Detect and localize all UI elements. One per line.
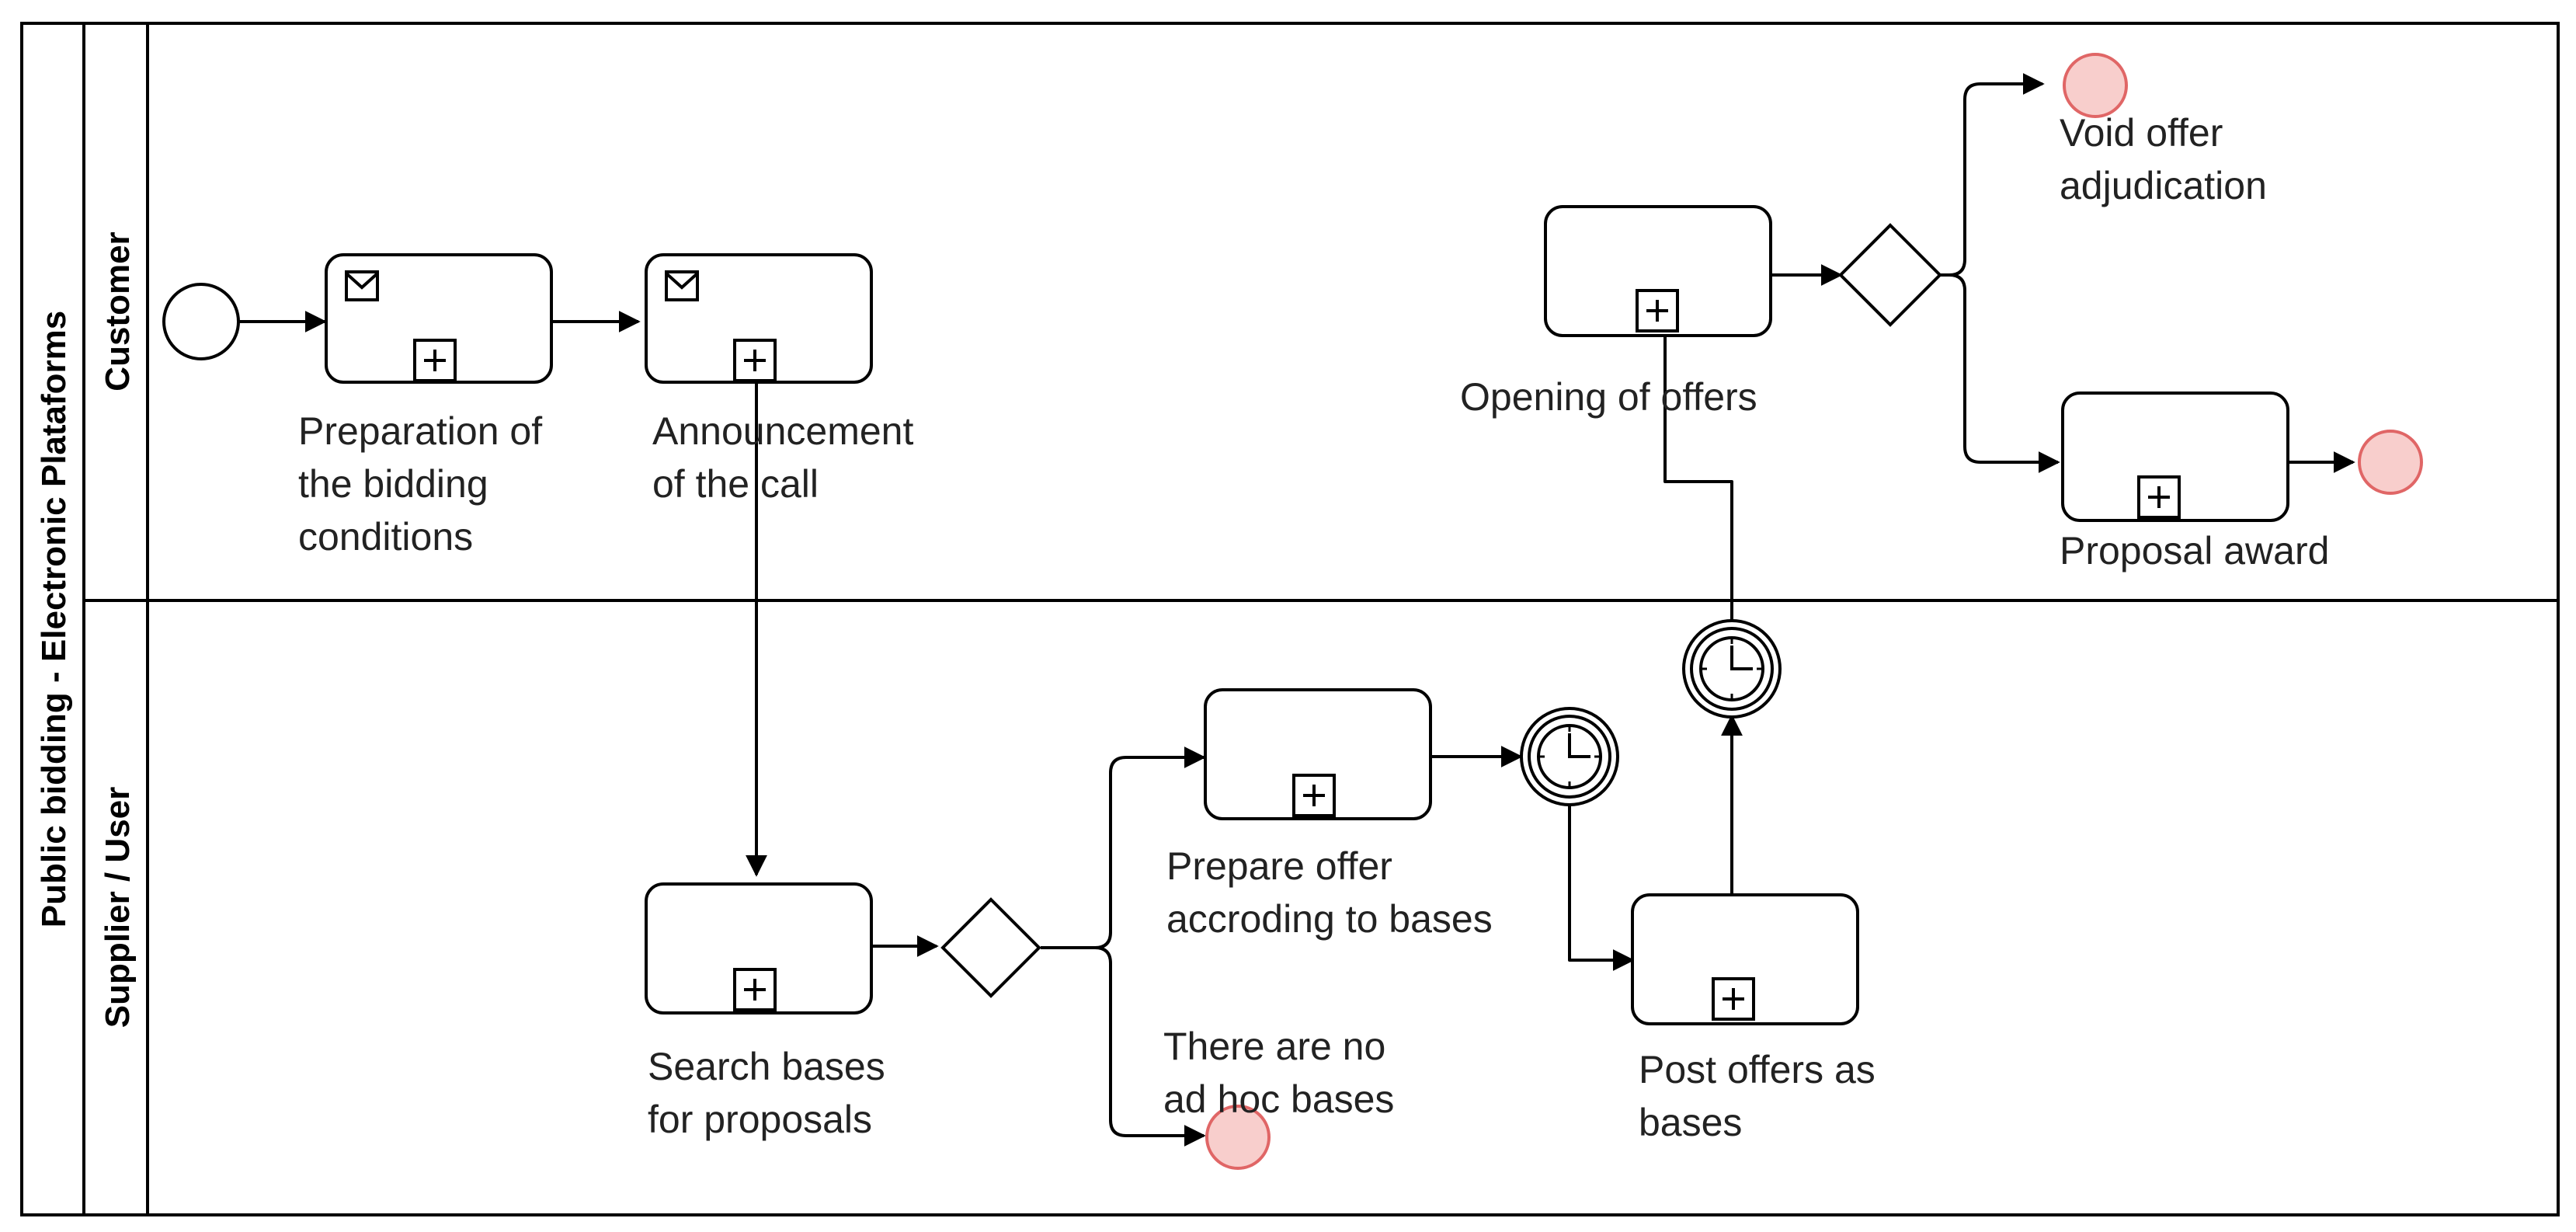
subprocess-marker-icon	[1292, 774, 1336, 817]
task-proposal-award[interactable]	[2061, 392, 2289, 522]
message-icon	[665, 270, 699, 301]
flow-timer-to-opening	[1654, 287, 1733, 621]
flow-gateway-to-void	[1940, 73, 2045, 277]
lane-title-customer: Customer	[99, 231, 137, 391]
subprocess-marker-icon	[1636, 289, 1679, 332]
task-prepare-offer-label: Prepare offer accroding to bases	[1166, 844, 1493, 941]
subprocess-marker-icon	[2137, 475, 2181, 519]
end-event-void-offer[interactable]	[2063, 53, 2128, 118]
end-event-no-bases-label: There are no ad hoc bases	[1163, 1025, 1396, 1121]
flow-gateway-to-award	[1949, 273, 2060, 473]
exclusive-gateway-customer[interactable]	[1838, 223, 1942, 327]
subprocess-marker-icon	[413, 339, 457, 382]
task-preparation[interactable]	[325, 253, 553, 384]
timer-event-deadline[interactable]	[1682, 619, 1782, 719]
sequence-flows	[239, 73, 2355, 1147]
pool	[20, 22, 2560, 1216]
lane-title-supplier: Supplier / User	[99, 787, 137, 1028]
end-event-award[interactable]	[2358, 430, 2423, 495]
end-event-void-offer-label: Void offer adjudication	[2060, 111, 2267, 207]
task-proposal-award-label: Proposal award	[2060, 529, 2329, 572]
message-icon	[345, 270, 379, 301]
timer-event-offer[interactable]	[1520, 707, 1619, 806]
flow-timer-to-post-offers	[1568, 781, 1635, 971]
subprocess-marker-icon	[733, 339, 777, 382]
start-event[interactable]	[162, 283, 240, 360]
subprocess-marker-icon	[733, 968, 777, 1011]
task-announcement-label: Announcement of the call	[652, 409, 924, 506]
task-opening-of-offers[interactable]	[1544, 205, 1772, 337]
task-search-bases-label: Search bases for proposals	[648, 1045, 896, 1141]
exclusive-gateway-supplier[interactable]	[940, 897, 1041, 998]
subprocess-marker-icon	[1712, 977, 1755, 1021]
task-announcement[interactable]	[645, 253, 873, 384]
flow-gateway-to-no-bases	[1094, 946, 1206, 1147]
clock-icon	[1699, 636, 1764, 701]
task-opening-of-offers-label: Opening of offers	[1460, 375, 1757, 419]
flow-gateway-to-prepare-offer	[1041, 747, 1206, 949]
task-preparation-label: Preparation of the bidding conditions	[298, 409, 553, 559]
task-post-offers-label: Post offers as bases	[1639, 1048, 1886, 1144]
task-prepare-offer[interactable]	[1204, 688, 1432, 820]
task-search-bases[interactable]	[645, 882, 873, 1014]
end-event-no-bases[interactable]	[1205, 1105, 1271, 1170]
clock-icon	[1537, 724, 1602, 789]
pool-title: Public bidding - Electronic Plataforms	[35, 311, 73, 928]
task-post-offers[interactable]	[1631, 893, 1859, 1025]
